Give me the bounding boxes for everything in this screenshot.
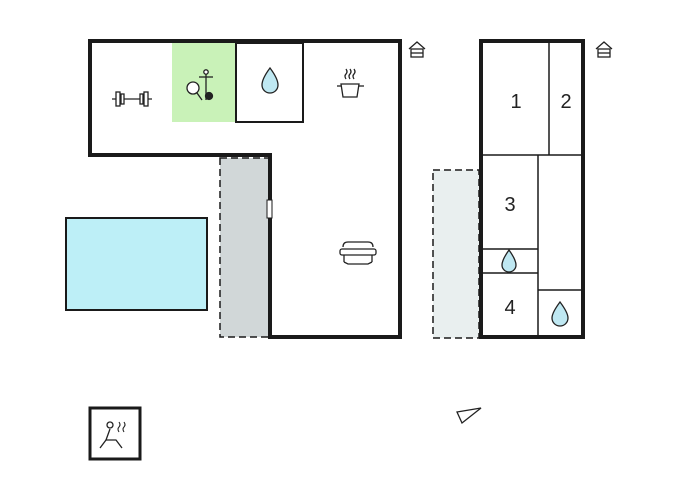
sauna-icon — [88, 406, 142, 461]
water-drop-icon — [501, 248, 517, 273]
sofa-icon — [339, 241, 377, 265]
dumbbell-icon — [112, 91, 152, 107]
water-drop-icon — [261, 66, 279, 94]
second-building-walls — [479, 39, 585, 339]
room-number-2: 2 — [560, 91, 571, 113]
house-icon — [408, 41, 426, 58]
north-arrow-icon — [456, 407, 482, 425]
house-icon — [595, 41, 613, 58]
terrace-main — [219, 157, 271, 338]
room-number-3: 3 — [504, 194, 515, 216]
games-room — [172, 43, 236, 122]
door — [266, 199, 273, 219]
room-number-1: 1 — [510, 91, 521, 113]
main-building-walls — [88, 39, 402, 339]
water-drop-icon — [551, 300, 569, 327]
table-tennis-foosball-icon — [186, 69, 214, 101]
swimming-pool — [65, 217, 208, 311]
room-number-4: 4 — [504, 297, 515, 319]
terrace-second — [432, 169, 480, 339]
cooking-pot-icon — [337, 68, 364, 98]
